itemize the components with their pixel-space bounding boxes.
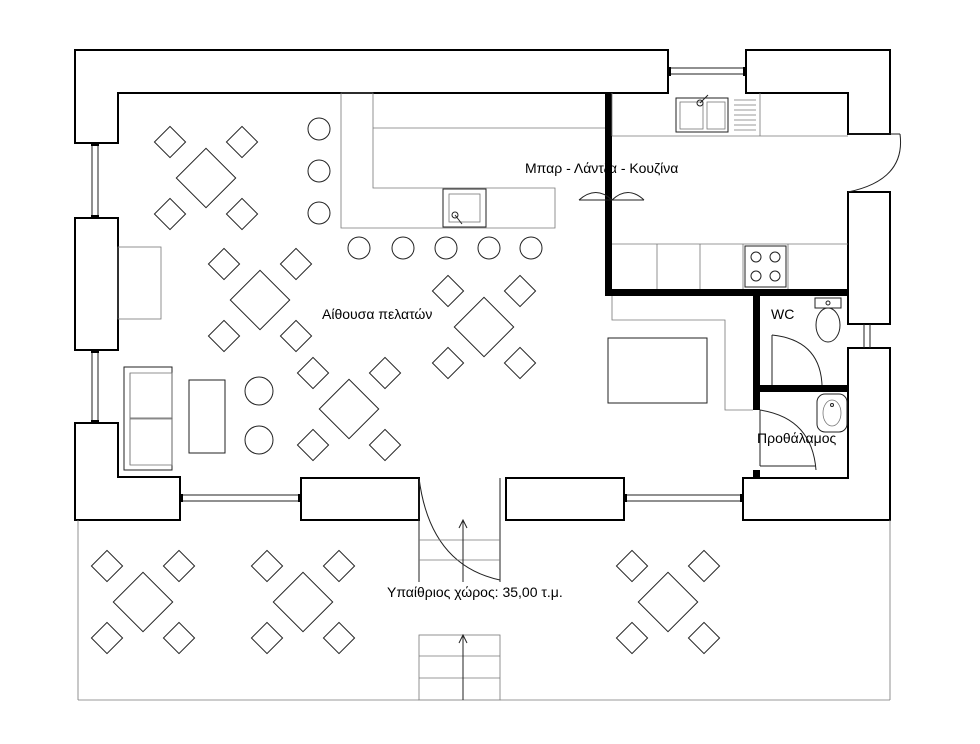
label-bar-kitchen: Μπαρ - Λάντζα - Κουζίνα <box>525 160 678 176</box>
bar-stools <box>307 117 543 260</box>
interior-walls <box>578 93 848 478</box>
label-customer-hall: Αίθουσα πελατών <box>322 306 432 322</box>
label-vestibule: Προθάλαμος <box>757 430 836 446</box>
bar-counter <box>340 92 605 229</box>
customer-hall-furniture <box>117 246 753 471</box>
outdoor-area-outline <box>77 520 891 701</box>
windows <box>91 67 871 502</box>
label-outdoor-area: Υπαίθριος χώρος: 35,00 τ.μ. <box>387 584 563 600</box>
wc-fixtures <box>759 133 902 471</box>
label-wc: WC <box>771 306 794 322</box>
entrance-door-and-stairs <box>418 477 501 701</box>
kitchen-counters <box>611 93 848 289</box>
